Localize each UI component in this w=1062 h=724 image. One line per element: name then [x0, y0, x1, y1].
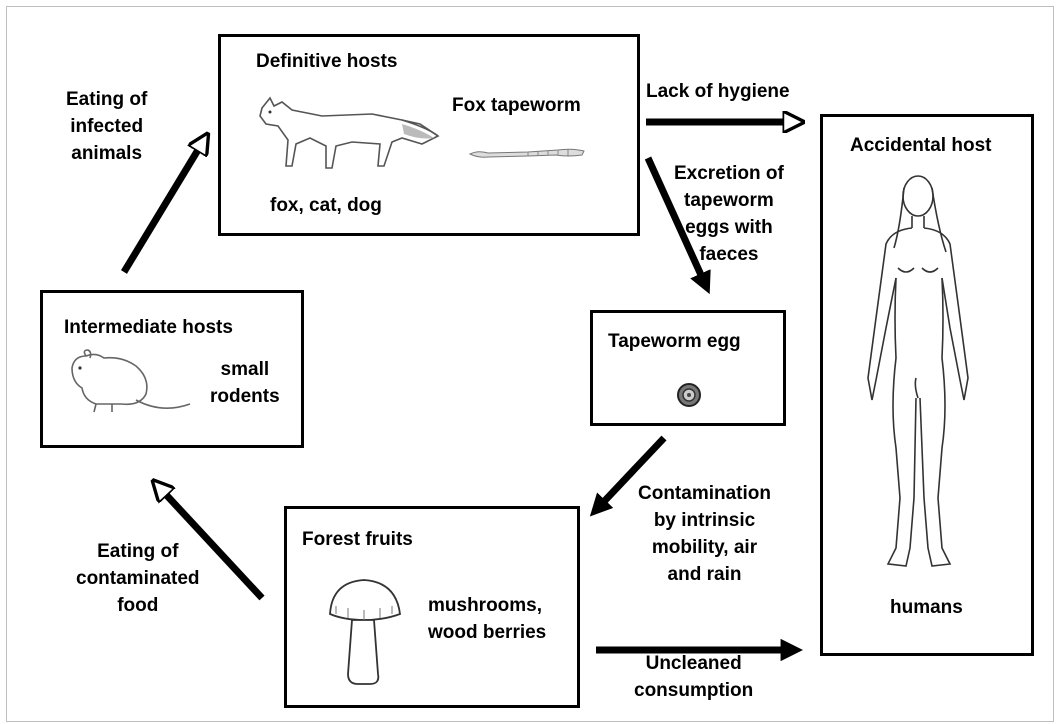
- label-eating-infected: Eating of infected animals: [66, 86, 147, 167]
- label-eating-contaminated: Eating of contaminated food: [76, 538, 200, 619]
- label-uncleaned: Uncleaned consumption: [634, 650, 753, 704]
- label-lack-hygiene: Lack of hygiene: [646, 78, 790, 105]
- label-excretion: Excretion of tapeworm eggs with faeces: [674, 160, 784, 268]
- label-contamination: Contamination by intrinsic mobility, air…: [638, 480, 771, 588]
